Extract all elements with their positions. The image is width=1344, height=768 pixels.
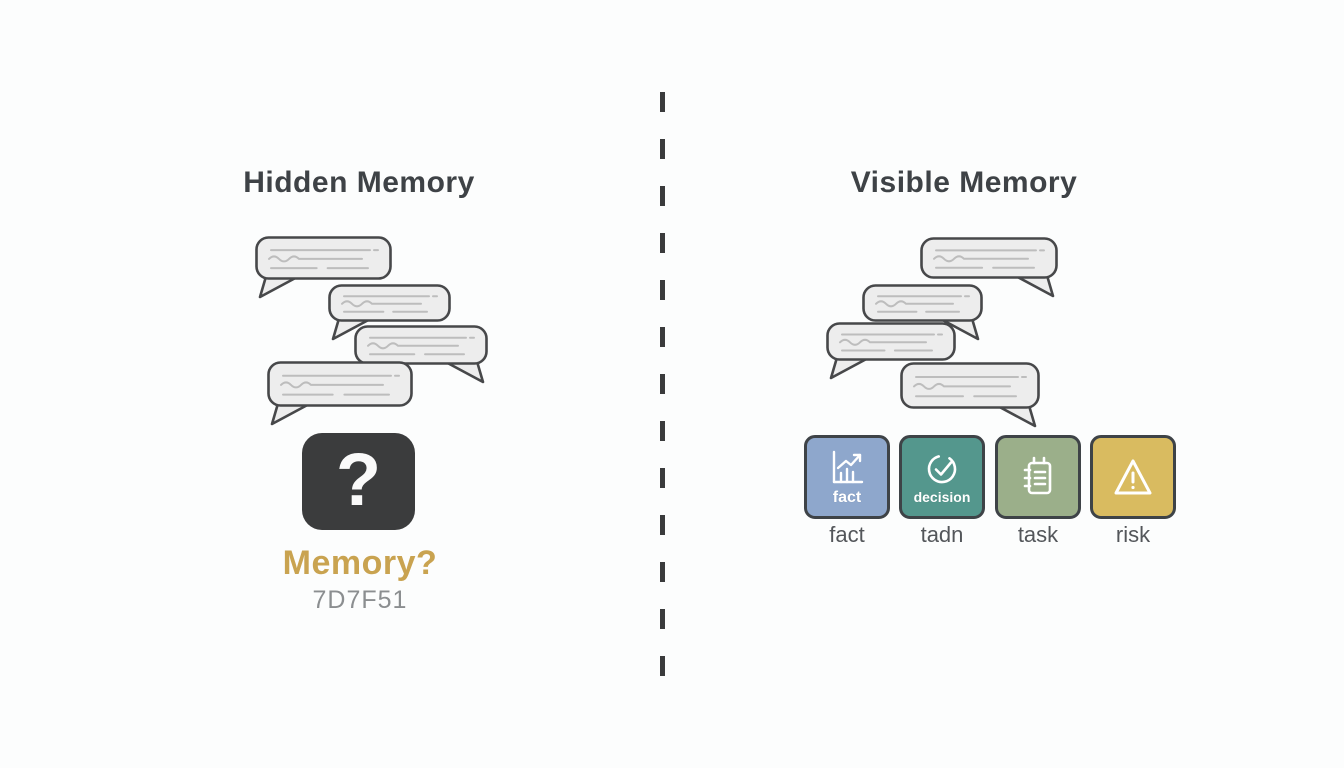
hidden-memory-title: Hidden Memory bbox=[243, 166, 475, 199]
dashed-divider bbox=[660, 92, 665, 676]
chat-bubble bbox=[900, 362, 1040, 428]
visible-memory-title: Visible Memory bbox=[850, 166, 1078, 199]
card-inner-label: decision bbox=[913, 489, 971, 505]
card-caption-task: task bbox=[1017, 522, 1059, 547]
unknown-memory-box: ? bbox=[302, 433, 415, 530]
card-caption-decision: tadn bbox=[920, 522, 964, 547]
card-inner-label: fact bbox=[832, 489, 862, 506]
check-circle-icon bbox=[923, 450, 961, 488]
chat-bubble bbox=[354, 325, 488, 384]
chat-bubble bbox=[267, 361, 413, 426]
memory-card-fact: fact bbox=[804, 435, 890, 519]
memory-card-decision: decision bbox=[899, 435, 985, 519]
memory-hex-code: 7D7F51 bbox=[312, 586, 408, 614]
chart-icon bbox=[826, 448, 868, 488]
chat-bubble bbox=[862, 284, 983, 341]
question-mark-icon: ? bbox=[335, 437, 382, 521]
memory-question-label: Memory? bbox=[282, 544, 438, 582]
chat-bubble bbox=[255, 236, 392, 299]
notepad-icon bbox=[1014, 453, 1062, 501]
card-caption-risk: risk bbox=[1115, 522, 1151, 547]
chat-bubble bbox=[920, 237, 1058, 298]
card-caption-fact: fact bbox=[829, 522, 865, 547]
memory-card-risk bbox=[1090, 435, 1176, 519]
chat-bubble bbox=[328, 284, 451, 341]
warning-triangle-icon bbox=[1108, 454, 1158, 500]
chat-bubble bbox=[826, 322, 956, 380]
memory-card-task bbox=[995, 435, 1081, 519]
